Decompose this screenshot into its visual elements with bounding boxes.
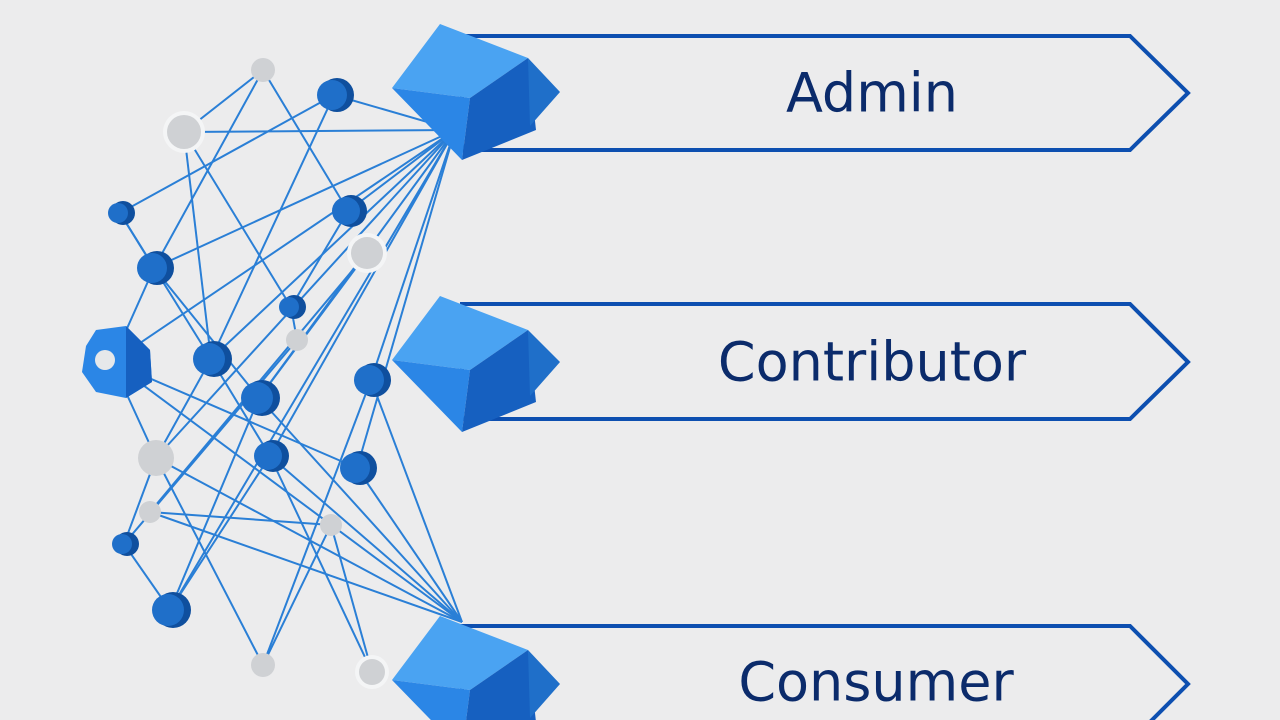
- role-label-consumer: Consumer: [738, 651, 1014, 714]
- network-node-blue: [112, 532, 139, 556]
- network-edge: [258, 397, 463, 623]
- network-edge: [153, 129, 456, 269]
- network-edge: [153, 267, 260, 399]
- network-edge: [169, 397, 260, 611]
- network-edge: [347, 129, 456, 212]
- role-banner-admin: Admin: [392, 24, 1191, 160]
- network-edge: [169, 455, 271, 611]
- network-node-grey: [355, 655, 389, 689]
- network-node-blue: [332, 195, 367, 227]
- network-node-blue: [279, 295, 306, 319]
- cube-icon: [392, 24, 560, 160]
- network-edge: [210, 129, 456, 360]
- network-node-grey: [251, 653, 275, 677]
- network-node-grey: [139, 501, 161, 523]
- network-node-grey: [286, 329, 308, 351]
- network-edge: [119, 94, 335, 214]
- network-edge: [155, 129, 456, 459]
- arrow-banner-icon: [460, 624, 1191, 720]
- network-edge: [356, 129, 456, 469]
- network-edge: [269, 129, 456, 457]
- network-edge: [149, 511, 332, 526]
- network-edge: [111, 129, 456, 363]
- network-node-blue: [317, 78, 354, 112]
- network-edge: [183, 129, 456, 133]
- network-node-blue: [340, 451, 377, 485]
- network-edge: [155, 457, 463, 623]
- network-edge: [290, 210, 349, 308]
- network-node-blue: [152, 592, 191, 628]
- network-node-blue: [354, 363, 391, 397]
- network-edge: [262, 524, 332, 666]
- network-nodes: [108, 58, 391, 689]
- cube-icon: [392, 296, 560, 432]
- hub-hexagon-cube-icon: [82, 326, 152, 398]
- network-edge: [183, 131, 292, 308]
- network-edge: [356, 467, 463, 623]
- role-label-contributor: Contributor: [718, 331, 1027, 394]
- cube-icon: [392, 616, 560, 720]
- network-edge: [262, 69, 349, 212]
- network-node-blue: [193, 341, 232, 377]
- network-node-blue: [241, 380, 280, 416]
- network-edge: [370, 129, 456, 381]
- network-edge: [119, 212, 212, 360]
- network-edge: [269, 455, 463, 623]
- network-edge: [330, 524, 373, 673]
- network-node-blue: [108, 201, 135, 225]
- network-edge: [169, 129, 456, 611]
- network-edge: [210, 94, 335, 360]
- network-edge: [155, 457, 264, 666]
- network-edge: [183, 131, 212, 360]
- role-label-admin: Admin: [786, 62, 958, 125]
- network-edge: [149, 511, 463, 623]
- role-banner-contributor: Contributor: [392, 296, 1191, 432]
- network-edge: [155, 358, 212, 459]
- network-node-blue: [137, 251, 174, 285]
- network-node-grey: [138, 440, 174, 476]
- network-node-grey: [251, 58, 275, 82]
- role-banner-consumer: Consumer: [392, 616, 1191, 720]
- network-node-grey: [347, 233, 387, 273]
- network-edge: [258, 252, 368, 399]
- network-node-blue: [254, 440, 289, 472]
- network-node-grey: [320, 514, 342, 536]
- network-node-grey: [163, 111, 205, 153]
- network-edge: [370, 379, 463, 623]
- network-edge: [269, 455, 373, 673]
- network-edge: [262, 379, 372, 666]
- network-edge: [153, 69, 264, 269]
